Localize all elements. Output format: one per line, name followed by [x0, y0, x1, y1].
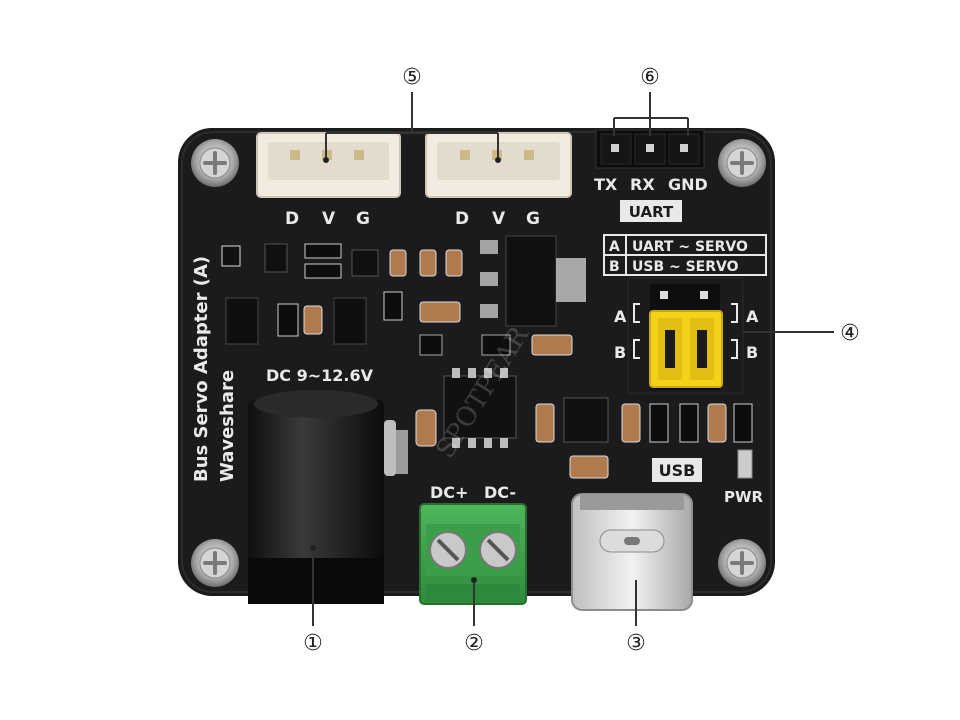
- servo-connector-1: [256, 132, 401, 198]
- dc-barrel-jack: [248, 390, 396, 604]
- mode-b-desc: USB ~ SERVO: [632, 259, 739, 275]
- servo-connector-2: [425, 132, 572, 198]
- jumper-block: [627, 277, 744, 394]
- servo2-pin-d: D: [455, 209, 469, 229]
- callout-1: ①: [303, 631, 323, 656]
- mode-table: [603, 234, 767, 276]
- callout-6: ⑥: [640, 65, 660, 90]
- jumper-left-b: B: [614, 343, 626, 362]
- screw-bottom-right: [718, 539, 766, 587]
- callout-5: ⑤: [402, 65, 422, 90]
- terminal-label-minus: DC-: [484, 483, 516, 502]
- mode-a-desc: UART ~ SERVO: [632, 239, 748, 255]
- screw-bottom-left: [191, 539, 239, 587]
- ic-pins: [452, 368, 508, 448]
- callout-2: ②: [464, 631, 484, 656]
- screw-top-left: [191, 139, 239, 187]
- callout-dots: [310, 157, 501, 583]
- callout-3: ③: [626, 631, 646, 656]
- dc-jack-label: DC 9~12.6V: [266, 366, 374, 385]
- board-name: Bus Servo Adapter (A): [191, 256, 212, 482]
- jumper-left-a: A: [614, 307, 627, 326]
- board-brand: Waveshare: [217, 370, 238, 482]
- jumper-right-a: A: [746, 307, 759, 326]
- usb-label: USB: [659, 461, 696, 480]
- servo1-pin-v: V: [322, 209, 336, 229]
- mode-a-key: A: [609, 239, 620, 255]
- usb-c-connector: [571, 493, 693, 611]
- callout-4: ④: [840, 321, 860, 346]
- callout-lines: [312, 92, 834, 626]
- servo2-pin-v: V: [492, 209, 506, 229]
- uart-pin-tx: TX: [594, 175, 618, 194]
- servo1-pin-d: D: [285, 209, 299, 229]
- uart-pin-rx: RX: [630, 175, 655, 194]
- mode-b-key: B: [609, 259, 620, 275]
- uart-label: UART: [629, 203, 674, 221]
- usb-label-box: [652, 458, 702, 482]
- pwr-label: PWR: [724, 488, 764, 506]
- jumper-right-b: B: [746, 343, 758, 362]
- terminal-label-plus: DC+: [430, 483, 468, 502]
- uart-pin-gnd: GND: [668, 175, 708, 194]
- uart-label-box: [620, 200, 682, 222]
- servo2-pin-g: G: [526, 209, 540, 229]
- screw-top-right: [718, 139, 766, 187]
- servo1-pin-g: G: [356, 209, 370, 229]
- uart-header: [595, 129, 705, 169]
